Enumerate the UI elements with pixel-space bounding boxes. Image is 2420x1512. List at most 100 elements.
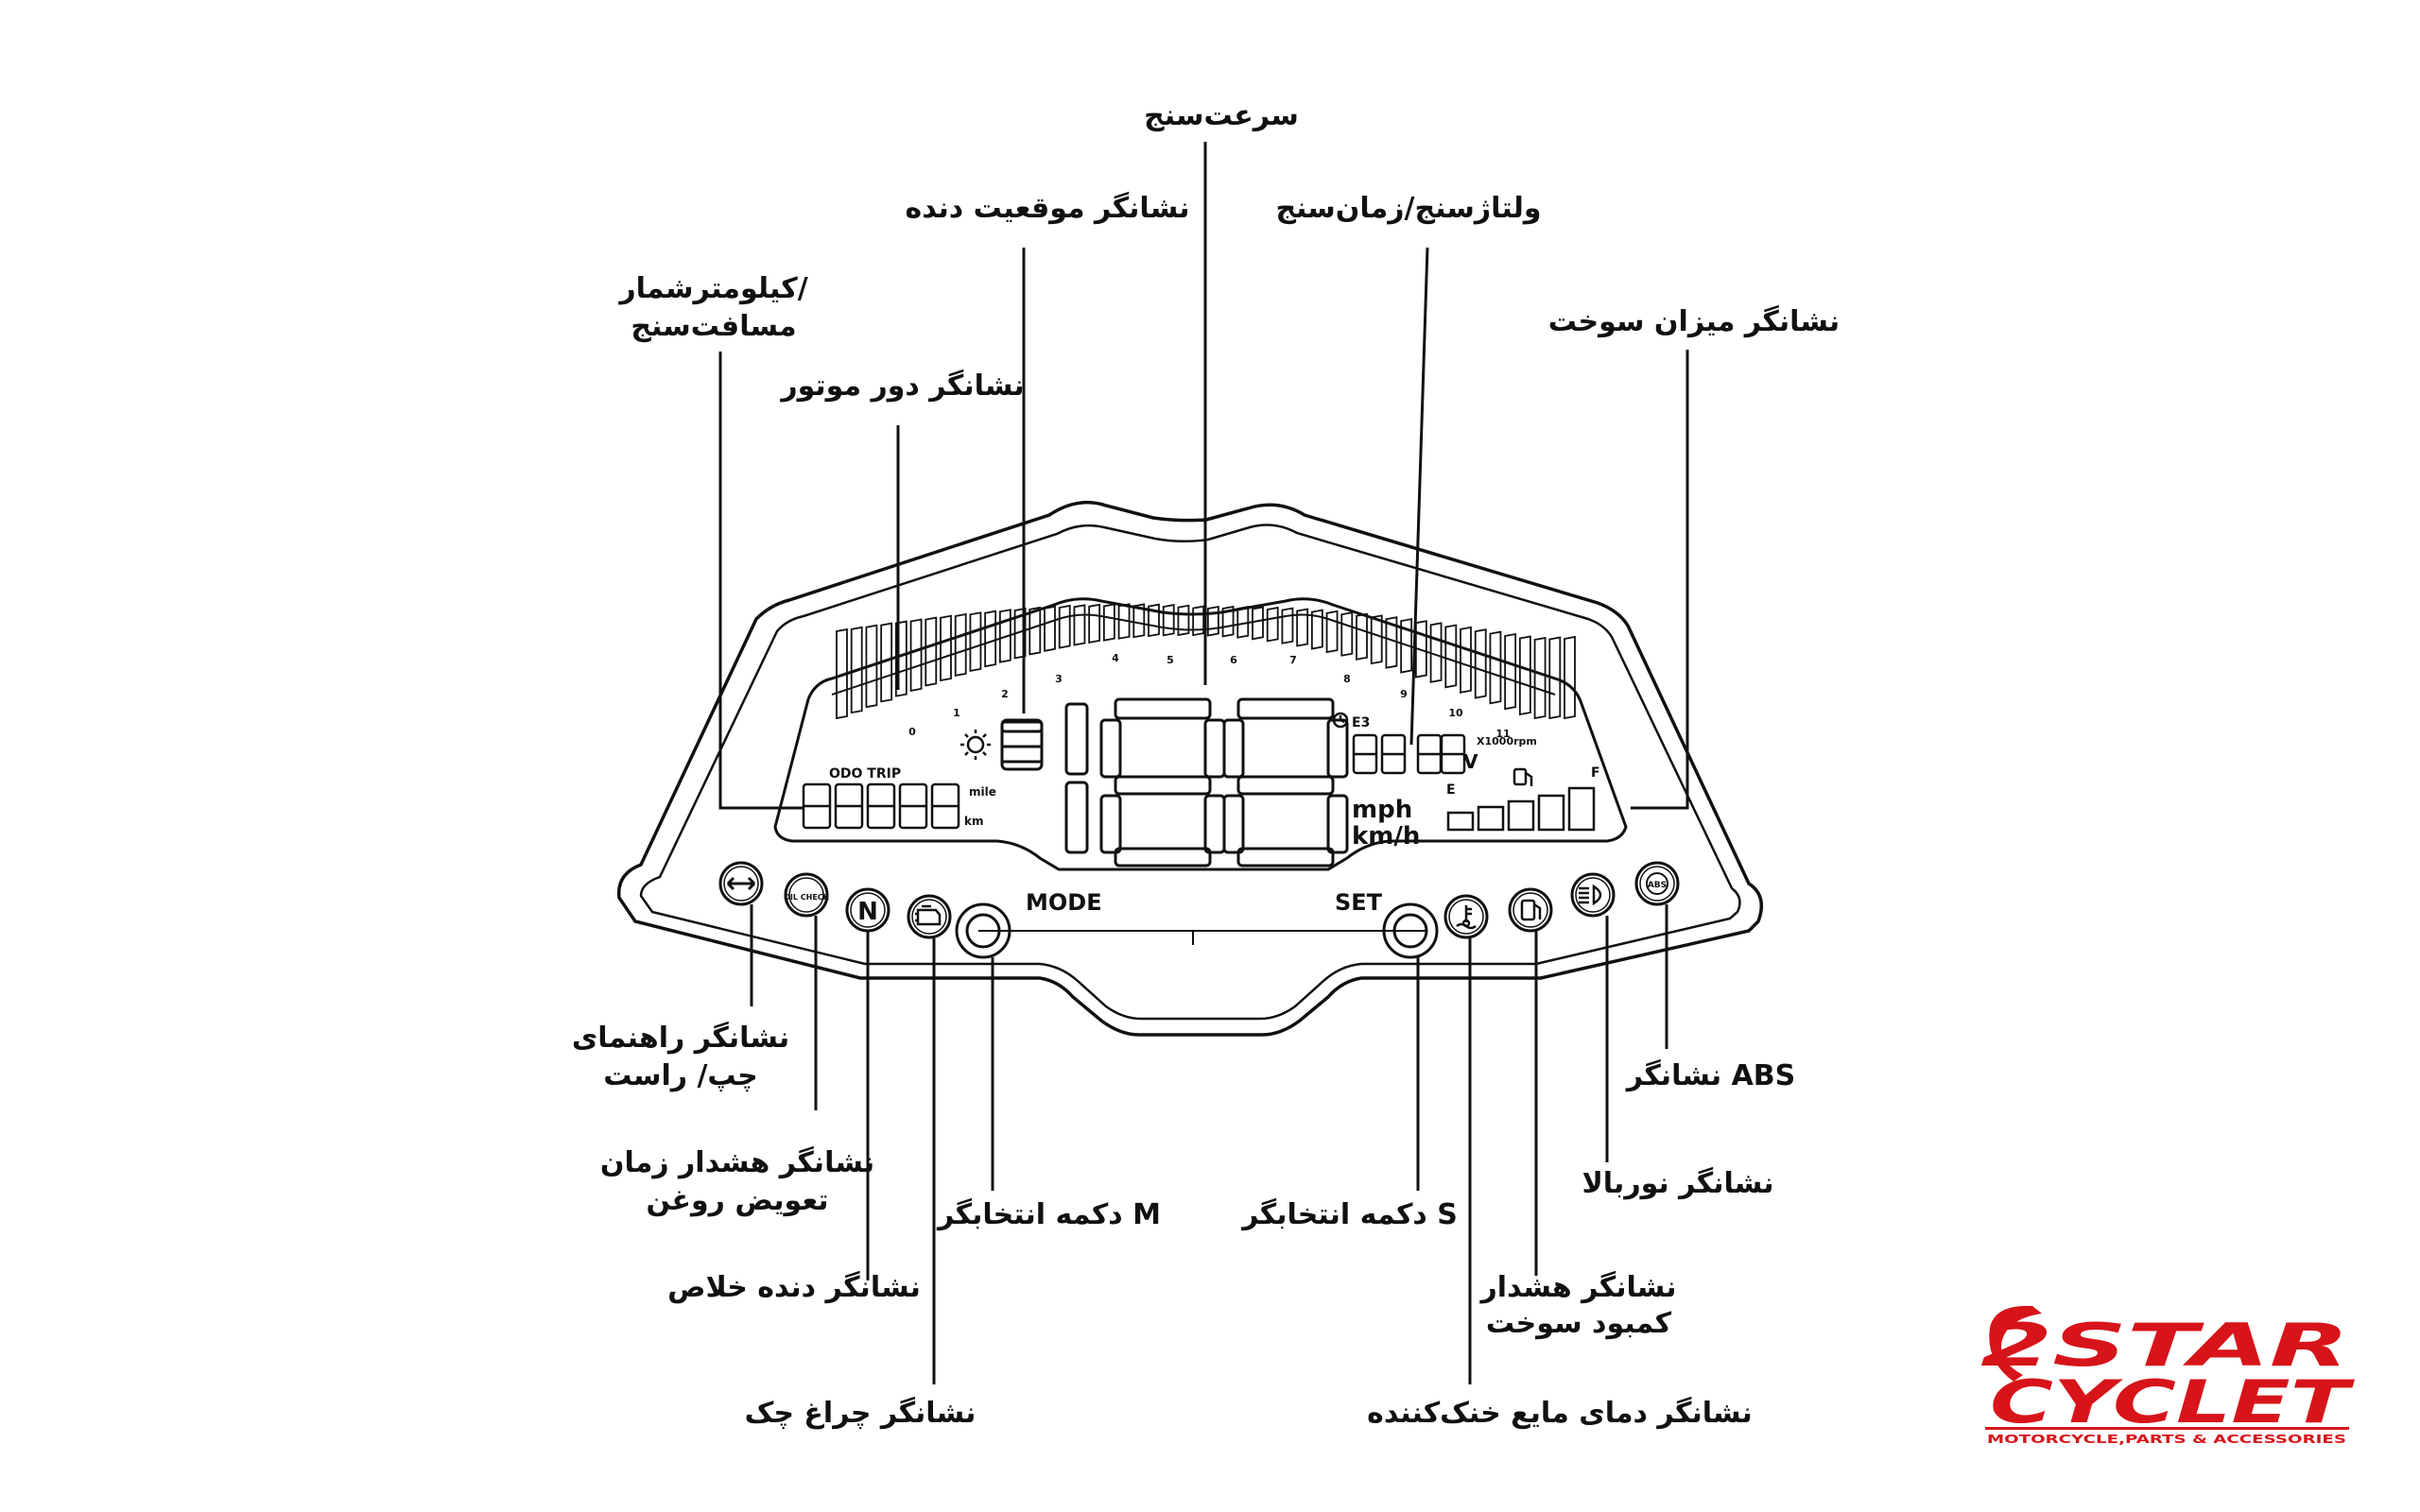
gear-sun-icon	[960, 730, 991, 760]
volt-unit: V	[1463, 750, 1478, 773]
neutral-icon: N	[845, 887, 890, 933]
rpm-segment	[909, 618, 923, 693]
rpm-segment	[1088, 603, 1101, 644]
rpm-segment	[1504, 632, 1517, 711]
lcd-digit	[1380, 733, 1407, 775]
label-fuel-gauge: نشانگر میزان سوخت	[1548, 304, 1840, 338]
rpm-segment	[1044, 605, 1056, 652]
logo-tagline-rule	[1985, 1427, 2349, 1430]
speed-unit-kmh: km/h	[1352, 822, 1420, 850]
rpm-tick-label: 5	[1167, 654, 1174, 666]
neutral-icon-text: N	[857, 898, 878, 926]
rpm-segment	[1356, 612, 1368, 661]
clock-icon	[1332, 712, 1349, 729]
lcd-digit	[930, 782, 960, 830]
set-button[interactable]	[1382, 902, 1439, 959]
rpm-segment	[1192, 605, 1205, 637]
e3-label: E3	[1352, 715, 1370, 730]
brand-logo: 2STAR CYCLET MOTORCYCLE,PARTS & ACCESSOR…	[1980, 1305, 2356, 1446]
fuel-segment	[1507, 799, 1535, 832]
rpm-tick-label: 6	[1230, 654, 1237, 666]
rpm-segment	[865, 624, 878, 709]
rpm-tick-label: 0	[908, 726, 916, 738]
abs-icon: ABS	[1634, 861, 1680, 906]
speed-digit-2	[1099, 697, 1226, 868]
lcd-digit	[834, 782, 864, 830]
rpm-segment	[1177, 604, 1190, 637]
set-button-label: SET	[1335, 889, 1383, 916]
label-low-fuel-2: کمبود سوخت	[1486, 1307, 1672, 1340]
logo-line2: CYCLET	[1990, 1367, 2356, 1436]
rpm-bar-graph	[836, 603, 1576, 720]
rpm-segment	[1444, 624, 1458, 689]
fuel-segment	[1446, 811, 1475, 832]
lcd-outline	[773, 597, 1628, 871]
rpm-segment	[1028, 606, 1042, 656]
lcd-digit	[898, 782, 928, 830]
rpm-segment	[1370, 614, 1383, 665]
rpm-tick-label: 9	[1400, 688, 1408, 700]
voltmeter-digits	[1352, 733, 1466, 775]
low-fuel-icon	[1508, 887, 1553, 933]
rpm-tick-label: 2	[1001, 688, 1009, 700]
speed-digits	[1064, 697, 1349, 868]
housing-inner	[639, 524, 1741, 1021]
label-oil-1: نشانگر هشدار زمان	[600, 1145, 874, 1179]
lcd-digit	[1352, 733, 1378, 775]
rpm-segment	[1325, 610, 1339, 654]
odo-unit-km: km	[964, 815, 983, 828]
rpm-segment	[1206, 605, 1219, 637]
turn-signal-icon	[718, 861, 764, 906]
fuel-segment	[1477, 805, 1505, 832]
rpm-segment	[1429, 622, 1443, 683]
label-low-fuel-1: نشانگر هشدار	[1478, 1270, 1676, 1304]
rpm-tick-label: 3	[1055, 673, 1063, 685]
label-odometer-1: کیلومترشمار/	[617, 272, 807, 305]
lcd-digit	[802, 782, 832, 830]
lcd-digit	[866, 782, 896, 830]
rpm-segment	[969, 611, 982, 672]
speed-unit-mph: mph	[1352, 796, 1412, 824]
indicator-icons: OIL CHECK N	[718, 861, 1680, 959]
rpm-segment	[1236, 606, 1250, 639]
logo-line1: 2STAR	[1980, 1311, 2349, 1380]
rpm-segment	[1073, 604, 1086, 646]
logo-tagline: MOTORCYCLE,PARTS & ACCESSORIES	[1987, 1433, 2346, 1446]
rpm-segment	[1117, 603, 1131, 640]
rpm-segment	[1518, 635, 1531, 716]
label-rpm: نشانگر دور موتور	[779, 369, 1024, 403]
label-speedometer: سرعت‌سنج	[1144, 99, 1299, 132]
odometer-digits	[802, 782, 960, 830]
leader-odometer	[718, 352, 804, 810]
rpm-tick-label: 8	[1343, 673, 1351, 685]
rpm-segment	[1148, 603, 1160, 638]
fuel-segment	[1537, 794, 1565, 832]
fuel-segment	[1567, 786, 1596, 832]
fuel-pump-small-icon	[1512, 767, 1533, 786]
label-coolant: نشانگر دمای مایع خنک‌کننده	[1367, 1396, 1753, 1430]
mode-button[interactable]	[955, 902, 1011, 959]
rpm-tick-label: 10	[1448, 707, 1463, 719]
rpm-segment	[940, 614, 952, 682]
label-high-beam: نشانگر نوربالا	[1582, 1166, 1773, 1200]
rpm-segment	[1340, 611, 1354, 657]
fuel-e-label: E	[1446, 782, 1456, 798]
speed-digit-1	[1064, 702, 1089, 854]
fuel-f-label: F	[1591, 765, 1600, 781]
rpm-segment	[1296, 608, 1309, 647]
speed-digit-3	[1222, 697, 1349, 868]
rpm-segment	[1533, 636, 1547, 720]
rpm-segment	[1489, 630, 1502, 705]
check-engine-icon	[907, 894, 952, 939]
label-mode-button: دکمه انتخابگر M	[936, 1197, 1161, 1231]
rpm-segment	[1474, 628, 1487, 699]
rpm-segment	[1058, 604, 1071, 649]
rpm-segment	[1281, 607, 1294, 644]
oil-check-icon: OIL CHECK	[784, 872, 830, 918]
lcd-digit	[1416, 733, 1443, 775]
odo-trip-label: ODO TRIP	[829, 766, 901, 782]
rpm-segment	[1252, 606, 1264, 641]
label-gear-position: نشانگر موقعیت دنده	[906, 191, 1190, 225]
